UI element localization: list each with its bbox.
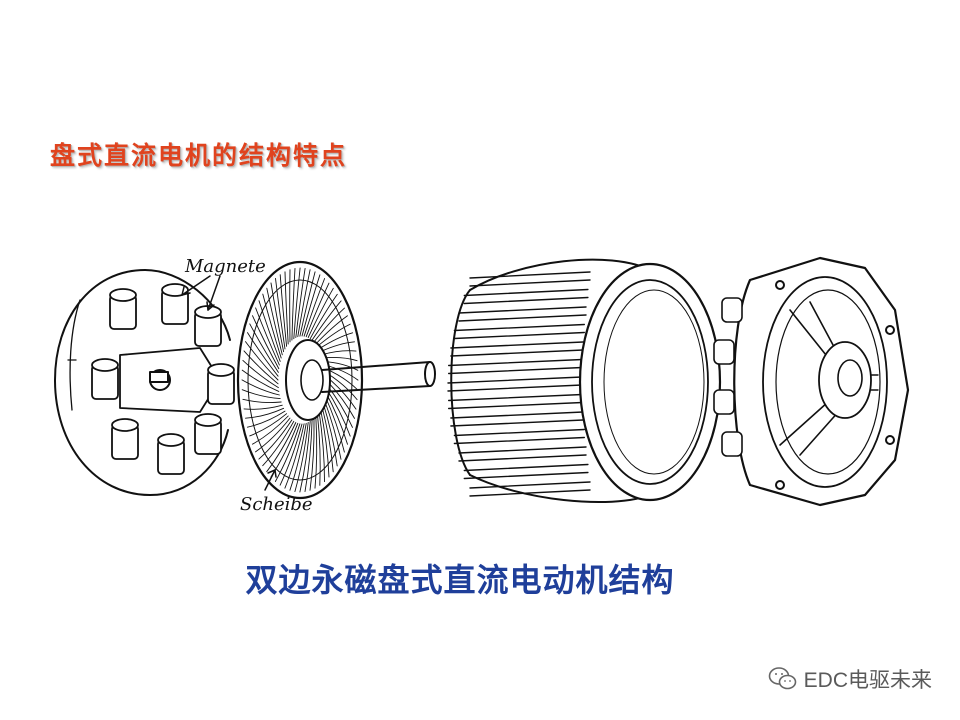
slide-title: 盘式直流电机的结构特点 [50,141,348,170]
disc-label: Scheibe [240,494,313,515]
shaft [321,361,436,393]
finned-housing [447,258,722,503]
magnet-cylinders [91,283,235,475]
magnets-label: Magnete [184,256,266,277]
watermark-text: EDC电驱未来 [803,669,932,692]
end-bracket [733,256,910,507]
diagram-caption: 双边永磁盘式直流电动机结构 [245,561,675,599]
disc-leader-line [264,469,277,491]
magnet-end-plate [54,269,231,496]
motor-exploded-view: Magnete Scheibe [50,240,930,540]
magnets-leader-lines [181,275,221,311]
source-watermark: EDC电驱未来 [768,664,932,694]
disc-armature [236,260,364,500]
wechat-icon [768,666,798,692]
brush-holders [713,297,743,457]
